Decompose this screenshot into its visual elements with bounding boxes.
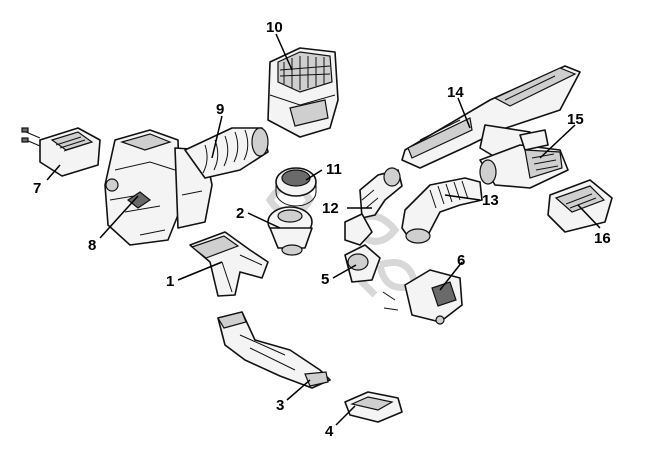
label-8: 8 [88, 237, 96, 254]
part-7-resistor [21, 127, 101, 177]
leader-lines [46, 33, 601, 426]
label-2: 2 [236, 205, 244, 222]
part-6-valve [382, 269, 463, 325]
part-1-bracket-duct [189, 231, 269, 297]
part-5-elbow [344, 244, 381, 283]
label-6: 6 [457, 252, 465, 269]
part-3-floor-duct [217, 311, 331, 389]
part-9-flex-duct [184, 127, 269, 179]
part-15-connector-duct [479, 129, 569, 189]
callout-labels: 1 2 3 4 5 6 7 8 9 10 11 12 13 14 15 16 [33, 19, 611, 440]
part-16-outlet-vent [547, 179, 613, 233]
label-4: 4 [325, 423, 334, 440]
label-12: 12 [322, 200, 339, 217]
label-1: 1 [166, 273, 174, 290]
label-9: 9 [216, 101, 224, 118]
label-11: 11 [326, 161, 342, 178]
part-13-corrugated-hose [401, 177, 483, 244]
label-16: 16 [594, 230, 611, 247]
label-7: 7 [33, 180, 41, 197]
label-5: 5 [321, 271, 329, 288]
label-13: 13 [482, 192, 499, 209]
part-12-bent-hose [344, 167, 403, 246]
part-4-flap [344, 391, 403, 423]
label-15: 15 [567, 111, 584, 128]
part-10-heater-box [267, 47, 339, 138]
label-10: 10 [266, 19, 283, 36]
part-2-blower-motor [267, 206, 313, 256]
label-14: 14 [447, 84, 464, 101]
label-3: 3 [276, 397, 284, 414]
